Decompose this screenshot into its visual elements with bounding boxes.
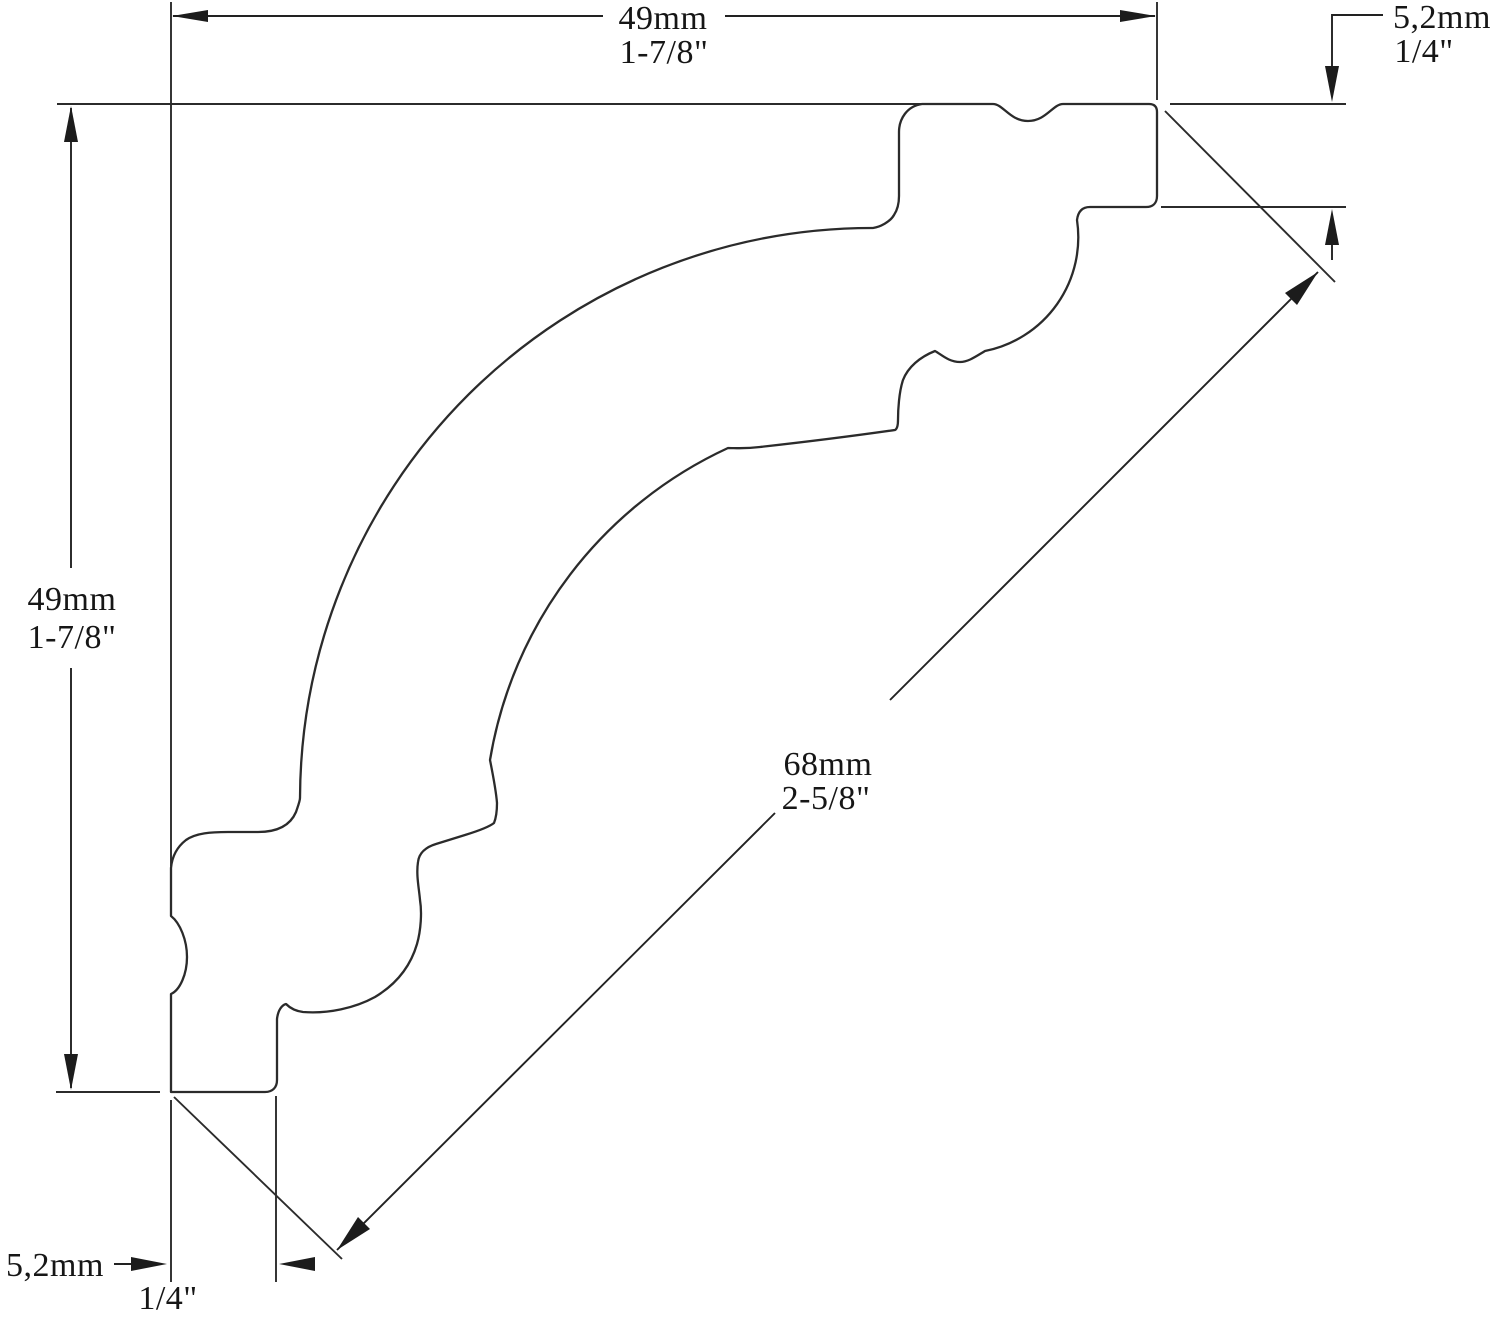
diagonal-extension-bottom bbox=[173, 1096, 343, 1260]
top-width-label-metric: 49mm bbox=[618, 0, 708, 37]
diagonal-face-label-imperial: 2-5/8" bbox=[781, 780, 871, 817]
left-height-label-metric: 49mm bbox=[27, 581, 117, 618]
bottom-thickness-arrow-left bbox=[279, 1257, 315, 1271]
molding-profile bbox=[169, 102, 1159, 1094]
diagonal-arrow-upper bbox=[1285, 272, 1318, 305]
bottom-thickness-label-metric: 5,2mm bbox=[6, 1247, 104, 1284]
bottom-thickness-arrow-right bbox=[131, 1257, 167, 1271]
diagonal-dim-line-lower bbox=[336, 812, 776, 1251]
bottom-thickness-label-imperial: 1/4" bbox=[138, 1280, 198, 1317]
dimension-bottom-thickness bbox=[114, 1257, 315, 1271]
top-thickness-leader bbox=[1331, 14, 1383, 70]
left-height-label-imperial: 1-7/8" bbox=[27, 619, 117, 656]
diagonal-arrow-lower bbox=[337, 1217, 370, 1250]
dimension-top-width bbox=[172, 10, 1156, 22]
reference-lines bbox=[56, 2, 1346, 1282]
diagonal-dim-line-upper bbox=[889, 271, 1319, 701]
left-height-arrow-up bbox=[64, 106, 78, 142]
dimension-left-height bbox=[64, 106, 78, 1090]
top-thickness-arrow-down bbox=[1325, 66, 1339, 102]
left-height-arrow-down bbox=[64, 1054, 78, 1090]
top-width-arrow-right bbox=[1120, 10, 1156, 22]
top-width-arrow-left bbox=[172, 10, 208, 22]
top-thickness-arrow-up bbox=[1325, 209, 1339, 245]
dimension-diagonal-face bbox=[336, 271, 1319, 1251]
dimension-top-thickness bbox=[1325, 14, 1383, 260]
molding-profile-path bbox=[169, 102, 1159, 1094]
top-thickness-label-metric: 5,2mm bbox=[1393, 0, 1491, 36]
diagonal-face-label-metric: 68mm bbox=[783, 746, 873, 783]
top-thickness-label-imperial: 1/4" bbox=[1394, 33, 1454, 70]
top-width-label-imperial: 1-7/8" bbox=[619, 34, 709, 71]
diagonal-extension-top bbox=[1164, 110, 1336, 283]
